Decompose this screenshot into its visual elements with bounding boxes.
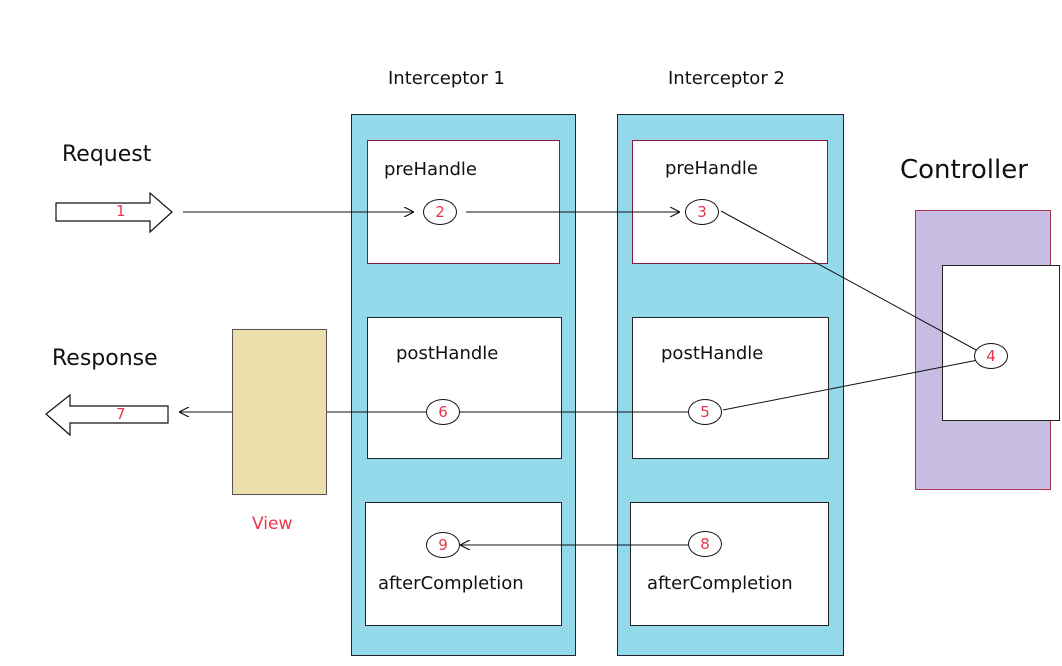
step-4-label: 4 [986, 347, 996, 365]
line-prehandle-2-to-controller [720, 210, 979, 352]
interceptor-2-prehandle-box: preHandle [632, 140, 828, 264]
interceptor-2-prehandle-label: preHandle [665, 158, 758, 179]
interceptor-1-title: Interceptor 1 [388, 68, 505, 89]
interceptor-1-prehandle-label: preHandle [384, 159, 477, 180]
view-label: View [252, 514, 293, 534]
step-9-label: 9 [438, 536, 448, 554]
step-8-label: 8 [700, 535, 710, 553]
interceptor-1-posthandle-box: postHandle [367, 317, 562, 459]
step-2-circle: 2 [423, 199, 457, 225]
interceptor-2-posthandle-box: postHandle [632, 317, 829, 459]
line-controller-to-posthandle-2 [722, 359, 979, 411]
step-4-circle: 4 [974, 343, 1008, 369]
interceptor-2-title: Interceptor 2 [668, 68, 785, 89]
interceptor-1-prehandle-box: preHandle [367, 140, 560, 264]
step-8-circle: 8 [688, 531, 722, 557]
step-2-label: 2 [435, 203, 445, 221]
interceptor-1-aftercompletion-box: afterCompletion [365, 502, 562, 626]
step-9-circle: 9 [426, 532, 460, 558]
interceptor-2-posthandle-label: postHandle [661, 343, 764, 364]
step-6-circle: 6 [426, 399, 460, 425]
step-5-label: 5 [700, 403, 710, 421]
view-box [232, 329, 327, 495]
interceptor-2-aftercompletion-box: afterCompletion [630, 502, 829, 626]
response-label: Response [52, 346, 158, 371]
step-3-circle: 3 [685, 199, 719, 225]
step-1-label: 1 [116, 202, 126, 220]
interceptor-1-posthandle-label: postHandle [396, 343, 499, 364]
step-7-label: 7 [116, 405, 126, 423]
request-label: Request [62, 142, 152, 167]
step-3-label: 3 [697, 203, 707, 221]
controller-inner-box [942, 265, 1060, 421]
request-arrow-icon [55, 191, 173, 234]
interceptor-2-aftercompletion-label: afterCompletion [647, 573, 793, 594]
step-6-label: 6 [438, 403, 448, 421]
interceptor-1-aftercompletion-label: afterCompletion [378, 573, 524, 594]
step-5-circle: 5 [688, 399, 722, 425]
controller-title: Controller [900, 155, 1028, 185]
response-arrow-icon [45, 393, 169, 437]
